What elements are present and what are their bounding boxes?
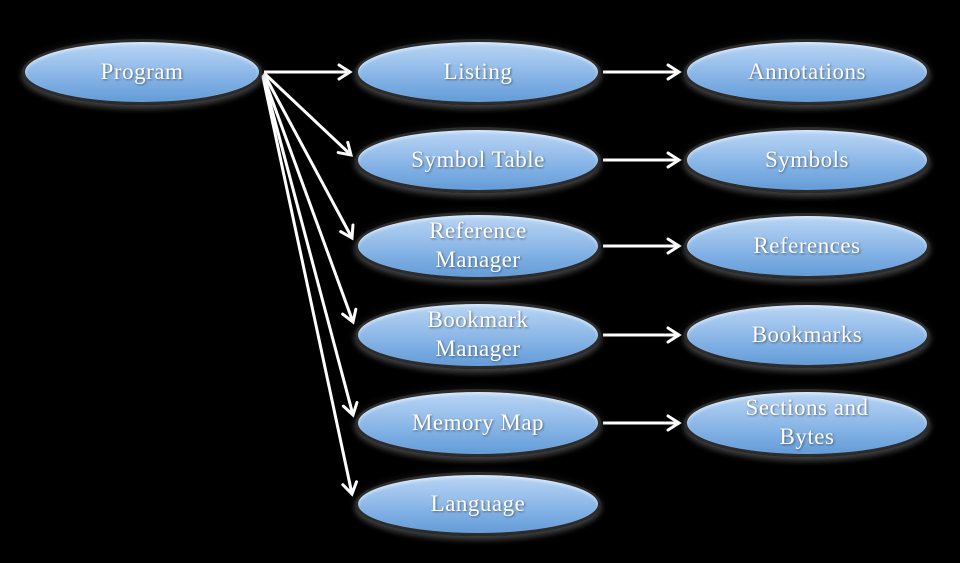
node-label-line: Reference <box>429 218 527 244</box>
node-listing[interactable]: Listing <box>355 39 601 105</box>
node-bookmarks[interactable]: Bookmarks <box>684 302 930 368</box>
node-label-line: References <box>753 232 861 258</box>
node-label-line: Bookmark <box>427 307 529 333</box>
node-label-line: Manager <box>435 336 521 361</box>
edge-program-to-language <box>261 76 359 497</box>
node-annotations[interactable]: Annotations <box>684 39 930 105</box>
node-label-line: Symbols <box>764 146 850 172</box>
node-label-listing: Listing <box>444 58 513 87</box>
node-label-line: Symbol Table <box>411 146 545 172</box>
node-label-line: Bytes <box>779 424 835 449</box>
edge-program-to-symbol-table <box>262 71 354 157</box>
node-label-line: Language <box>430 490 526 516</box>
edge-program-to-memory-map <box>261 75 359 418</box>
node-label-annotations: Annotations <box>748 58 866 87</box>
node-label-bookmarks: Bookmarks <box>752 321 863 350</box>
node-label-line: Memory Map <box>411 409 545 435</box>
node-label-line: Annotations <box>748 58 866 84</box>
node-references[interactable]: References <box>684 213 930 279</box>
node-label-line: Bookmarks <box>751 321 863 347</box>
node-label-memory-map: Memory Map <box>412 409 544 438</box>
node-language[interactable]: Language <box>355 472 601 536</box>
node-label-symbol-table: Symbol Table <box>411 146 545 175</box>
node-label-program: Program <box>101 58 184 87</box>
node-symbols[interactable]: Symbols <box>684 127 930 193</box>
node-label-symbols: Symbols <box>765 146 849 175</box>
edge-program-to-reference-manager <box>262 73 355 241</box>
node-label-line: Sections and <box>745 395 869 421</box>
node-symbol-table[interactable]: Symbol Table <box>355 127 601 193</box>
node-label-line: Program <box>100 58 184 84</box>
node-label-language: Language <box>431 490 526 519</box>
node-program[interactable]: Program <box>22 39 262 105</box>
node-label-line: Manager <box>435 247 521 272</box>
node-memory-map[interactable]: Memory Map <box>355 389 601 457</box>
node-label-references: References <box>753 232 860 261</box>
node-label-line: Listing <box>443 58 513 84</box>
edge-program-to-bookmark-manager <box>261 74 358 325</box>
